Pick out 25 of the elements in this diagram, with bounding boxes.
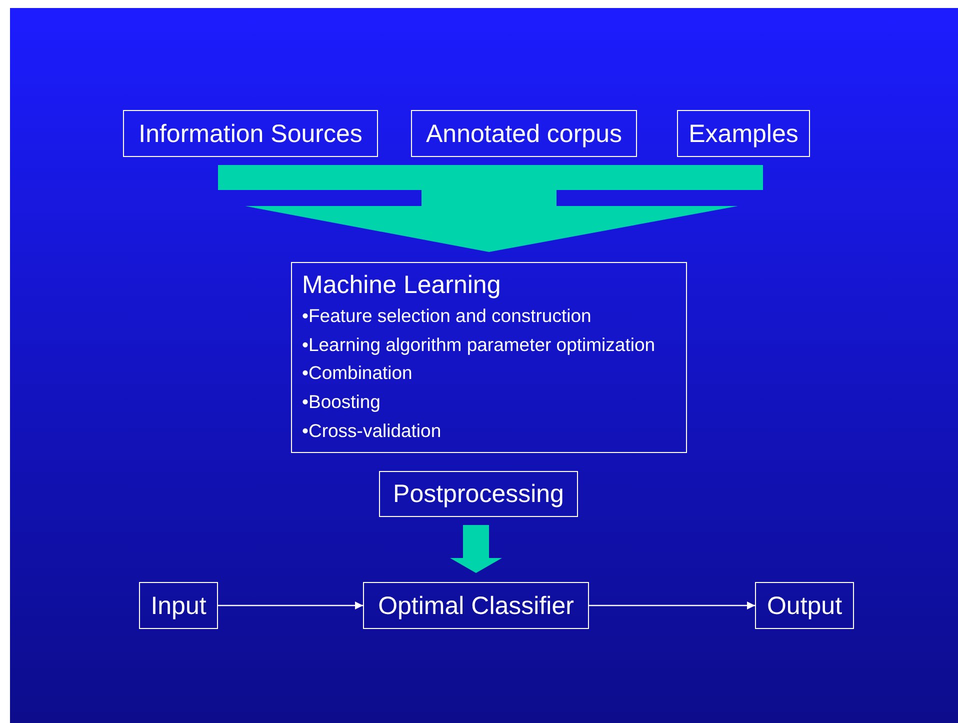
node-label: Input: [150, 592, 206, 620]
node-label: Examples: [688, 120, 798, 148]
bullet-item: •Learning algorithm parameter optimization: [302, 332, 656, 357]
node-label: Information Sources: [138, 120, 362, 148]
node-label: Postprocessing: [393, 480, 564, 508]
node-label: Annotated corpus: [426, 120, 622, 148]
label-box: [677, 110, 810, 157]
node-label: Output: [766, 592, 842, 620]
block-arrow: [450, 525, 502, 573]
label-box: [755, 582, 854, 629]
bullet-item: •Combination: [302, 361, 414, 386]
process-box: [291, 262, 687, 453]
bullet-item: •Feature selection and construction: [302, 304, 592, 328]
heading: Machine Learning: [302, 271, 502, 299]
label-box: [139, 582, 218, 629]
block-arrow: [218, 165, 763, 252]
arrow: [218, 602, 363, 610]
label-box: [363, 582, 589, 629]
bullet-item: •Cross-validation: [302, 418, 442, 443]
node-label: Optimal Classifier: [378, 592, 574, 620]
label-box: [411, 110, 637, 157]
arrow: [589, 602, 755, 610]
label-box: [379, 471, 578, 517]
bullet-item: •Boosting: [302, 390, 382, 414]
label-box: [123, 110, 378, 157]
